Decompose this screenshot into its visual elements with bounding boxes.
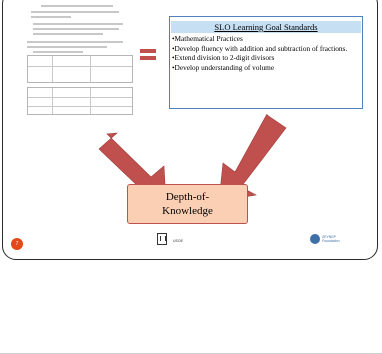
- slo-item: •Extend division to 2-digit divisors: [172, 53, 275, 63]
- slo-list: •Mathematical Practices •Develop fluency…: [170, 34, 362, 72]
- footer-logo-icon: [157, 233, 167, 245]
- logo-text-1: ZEYNEP: [322, 235, 337, 239]
- slo-item: •Develop understanding of volume: [172, 62, 275, 72]
- dok-line1: Depth-of-: [165, 191, 210, 203]
- logo-text-2: Foundation: [322, 239, 340, 243]
- page-number-badge: 7: [11, 238, 23, 250]
- slo-item: •Mathematical Practices: [172, 34, 243, 43]
- dok-line2: Knowledge: [162, 205, 213, 217]
- slide: SLO Learning Goal Standards •Mathematica…: [2, 0, 378, 260]
- footer-label: USOE: [173, 239, 183, 243]
- slo-standards-box: SLO Learning Goal Standards •Mathematica…: [169, 16, 363, 109]
- document-thumbnail: [23, 0, 135, 121]
- slo-item: •Develop fluency with addition and subtr…: [172, 43, 348, 53]
- depth-of-knowledge-box: Depth-of- Knowledge: [127, 184, 248, 224]
- slo-title: SLO Learning Goal Standards: [171, 21, 361, 33]
- equals-icon: [140, 47, 156, 63]
- logo-mark-icon: [310, 234, 320, 244]
